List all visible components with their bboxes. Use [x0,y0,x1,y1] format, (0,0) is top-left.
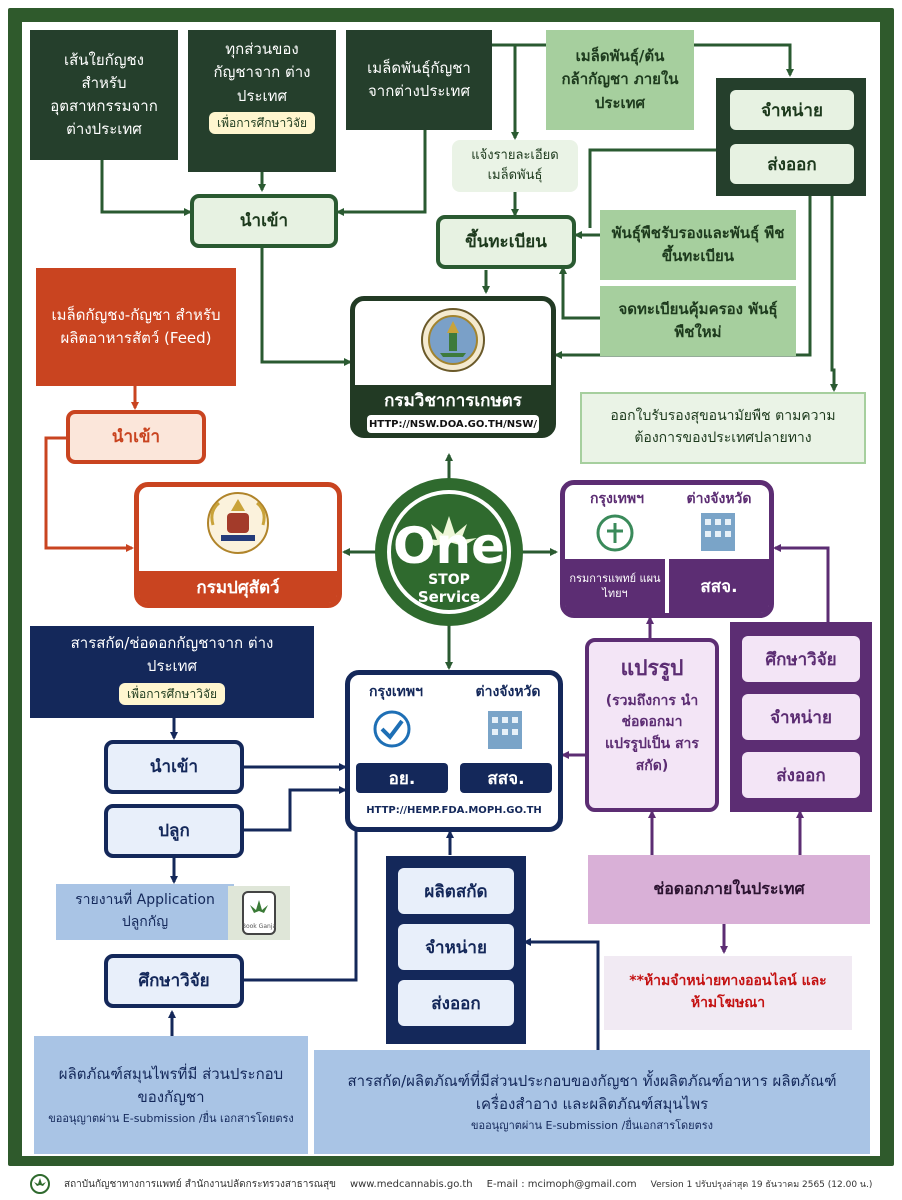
fda-distribute-label: จำหน่าย [398,924,514,970]
dtam-ssj-building-icon [701,513,735,551]
certified-variety-box: พันธุ์พืชรับรองและพันธุ์ พืชขึ้นทะเบียน [600,210,796,280]
extract-research-note: เพื่อการศึกษาวิจัย [119,682,225,705]
doa-url-link[interactable]: HTTP://NSW.DOA.GO.TH/NSW/ [367,415,539,433]
dtam-research-label: ศึกษาวิจัย [742,636,860,682]
dtam-bkk-label: กรุงเทพฯ [590,491,644,507]
phyto-certificate-box: ออกใบรับรองสุขอนามัยพืช ตามความ ต้องการข… [580,392,866,464]
foreign-seeds-box: เมล็ดพันธุ์กัญชา จากต่างประเทศ [346,30,492,130]
dld-import-box: นำเข้า [66,410,206,464]
footer-website[interactable]: www.medcannabis.go.th [349,1178,473,1190]
fda-url-link[interactable]: HTTP://HEMP.FDA.MOPH.GO.TH [366,804,542,816]
one-stop-service: Service [417,588,481,606]
fda-logo-icon [373,710,411,748]
fda-research-box: ศึกษาวิจัย [104,954,244,1008]
dld-department-box: กรมปศุสัตว์ [134,482,342,608]
institute-logo-icon [30,1174,50,1194]
doa-seal-icon [421,308,485,372]
footer-bar: สถาบันกัญชาทางการแพทย์ สำนักงานปลัดกระทร… [0,1168,902,1200]
domestic-flower-box: ช่อดอกภายในประเทศ [588,855,870,924]
fda-ssj-label: สสจ. [460,763,552,793]
one-stop-title: One [392,517,505,575]
research-note-badge: เพื่อการศึกษาวิจัย [209,111,315,134]
processing-box: แปรรูป (รวมถึงการ นำช่อดอกมา แปรรูปเป็น … [585,638,719,812]
fda-export-label: ส่งออก [398,980,514,1026]
fda-department-box: กรุงเทพฯ ต่างจังหวัด อย. สสจ. HTTP://HEM… [345,670,563,832]
register-box: ขึ้นทะเบียน [436,215,576,269]
cannabis-parts-box: ทุกส่วนของ กัญชาจาก ต่างประเทศ เพื่อการศ… [188,30,336,172]
doa-department-name: กรมวิชาการเกษตร [384,390,522,411]
dtam-export-label: ส่งออก [742,752,860,798]
fda-import-box: นำเข้า [104,740,244,794]
fda-produce-label: ผลิตสกัด [398,868,514,914]
footer-email[interactable]: E-mail : mcimoph@gmail.com [486,1178,637,1190]
dtam-ssj-label: สสจ. [669,559,769,613]
footer-version: Version 1 ปรับปรุงล่าสุด 19 ธันวาคม 2565… [650,1180,873,1190]
doa-department-box: กรมวิชาการเกษตร HTTP://NSW.DOA.GO.TH/NSW… [350,296,556,438]
doa-distribute-label: จำหน่าย [730,90,854,130]
one-stop-subtitle: STOP [428,572,470,588]
fda-label: อย. [356,763,448,793]
dld-department-name: กรมปศุสัตว์ [139,571,337,603]
fiber-import-box: เส้นใยกัญชง สำหรับ อุตสาหกรรมจาก ต่างประ… [30,30,178,160]
report-app-box: รายงานที่ Application ปลูกกัญ [56,884,234,940]
dtam-province-label: ต่างจังหวัด [686,491,752,507]
domestic-seeds-box: เมล็ดพันธุ์/ต้น กล้ากัญชา ภายในประเทศ [546,30,694,130]
foreign-extract-box: สารสกัด/ช่อดอกกัญชาจาก ต่างประเทศ เพื่อก… [30,626,314,718]
ssj-building-icon [488,711,522,749]
app-icon-tile: Book Ganja [228,886,290,940]
dtam-department-box: กรุงเทพฯ ต่างจังหวัด กรมการแพทย์ แผนไทยฯ… [560,480,774,618]
one-stop-service-badge [375,478,523,626]
fda-province-label: ต่างจังหวัด [475,684,541,700]
plant-box: ปลูก [104,804,244,858]
cannabis-products-box: สารสกัด/ผลิตภัณฑ์ที่มีส่วนประกอบของกัญชา… [314,1050,870,1154]
dtam-distribute-label: จำหน่าย [742,694,860,740]
doa-export-label: ส่งออก [730,144,854,184]
warning-box: **ห้ามจำหน่ายทางออนไลน์ และห้ามโฆษณา [604,956,852,1030]
seed-detail-box: แจ้งรายละเอียด เมล็ดพันธุ์ [452,140,578,192]
footer-org: สถาบันกัญชาทางการแพทย์ สำนักงานปลัดกระทร… [64,1178,336,1190]
dtam-logo-icon [596,514,634,552]
app-icon-label: Book Ganja [241,922,277,930]
dtam-label: กรมการแพทย์ แผนไทยฯ [565,559,665,613]
feed-seeds-box: เมล็ดกัญชง-กัญชา สำหรับผลิตอาหารสัตว์ (F… [36,268,236,386]
variety-protection-box: จดทะเบียนคุ้มครอง พันธุ์พืชใหม่ [600,286,796,356]
dld-seal-icon [207,492,269,554]
herbal-product-box: ผลิตภัณฑ์สมุนไพรที่มี ส่วนประกอบของกัญชา… [34,1036,308,1154]
doa-import-box: นำเข้า [190,194,338,248]
fda-bkk-label: กรุงเทพฯ [369,684,423,700]
